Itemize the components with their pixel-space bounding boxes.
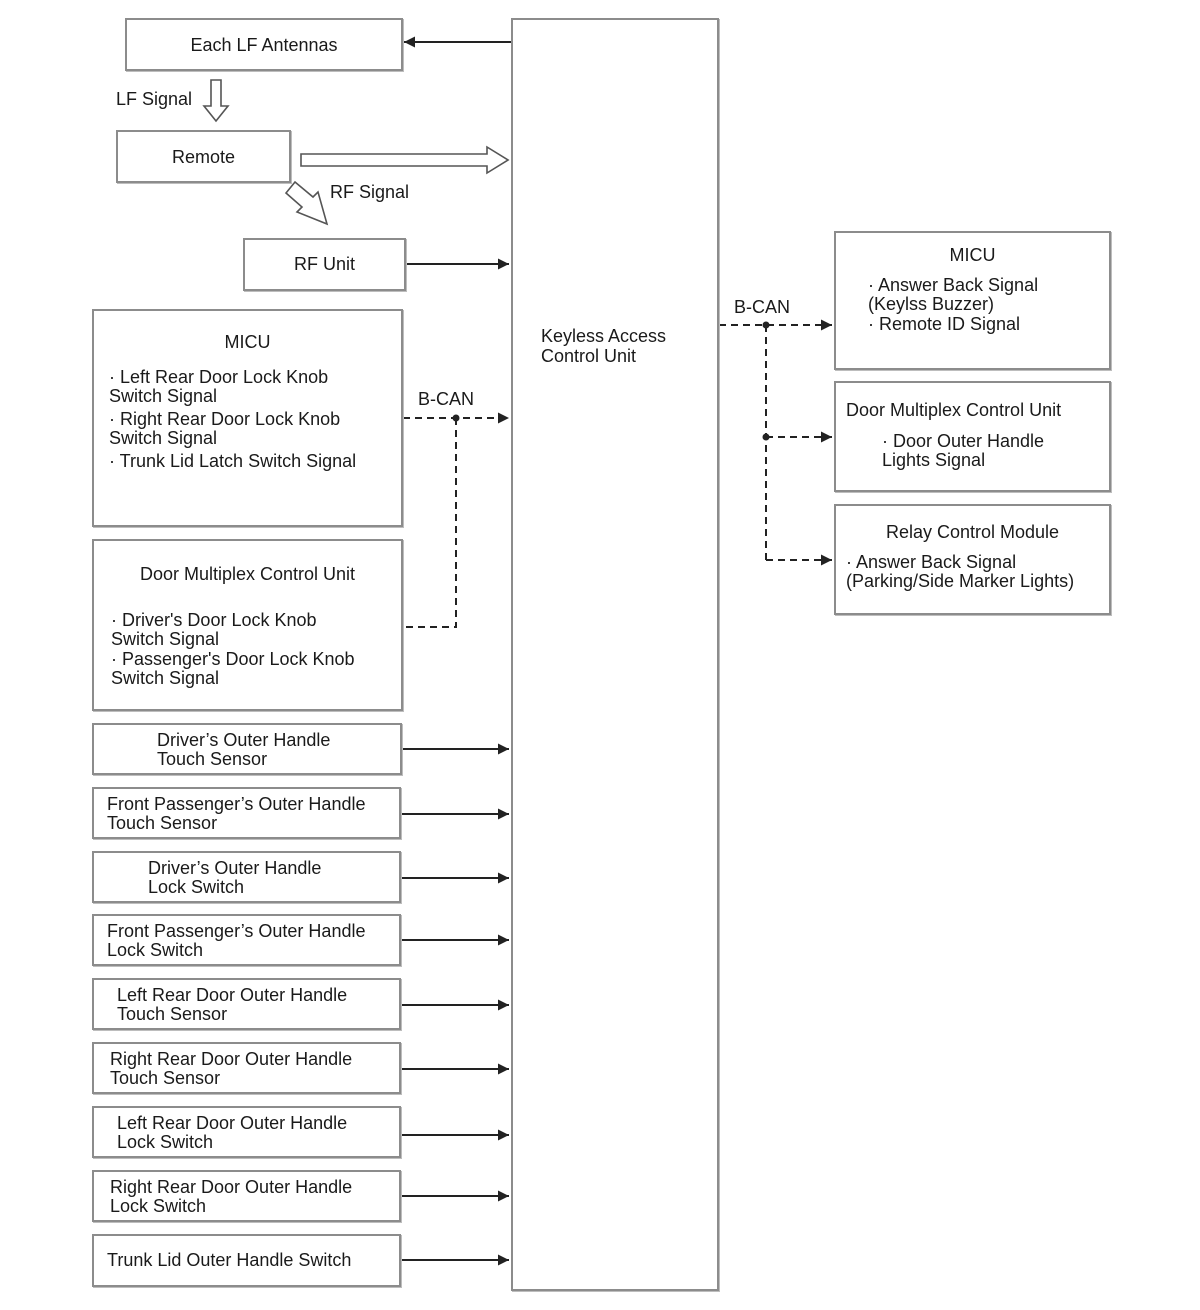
rf-unit-label: RF Unit: [293, 254, 355, 274]
rf-signal-arrow: [284, 180, 329, 226]
sensor-line: Touch Sensor: [107, 813, 218, 833]
sensor-line: Driver’s Outer Handle: [157, 730, 331, 750]
relay-module-title: Relay Control Module: [885, 522, 1060, 542]
sensor-line: Lock Switch: [148, 877, 245, 897]
door-mux-left-line-1: · Driver's Door Lock Knob: [111, 610, 317, 630]
sensor-line: Touch Sensor: [117, 1004, 228, 1024]
sensor-box: Front Passenger’s Outer Handle Touch Sen…: [92, 787, 401, 839]
sensor-box: Left Rear Door Outer Handle Touch Sensor: [92, 978, 401, 1030]
sensor-line: Left Rear Door Outer Handle: [117, 1113, 348, 1133]
door-mux-right-title: Door Multiplex Control Unit: [846, 400, 1062, 420]
sensor-line: Touch Sensor: [157, 749, 268, 769]
door-mux-left-line-2: Switch Signal: [111, 629, 220, 649]
sensor-box: Right Rear Door Outer Handle Lock Switch: [92, 1170, 401, 1222]
bcan-left-branch: [403, 418, 457, 628]
bcan-right-label: B-CAN: [734, 297, 791, 317]
rf-signal-label: RF Signal: [330, 182, 410, 202]
remote-label: Remote: [171, 147, 236, 167]
door-mux-left-line-4: Switch Signal: [111, 668, 220, 688]
lf-signal-label: LF Signal: [116, 89, 193, 109]
sensor-box: Front Passenger’s Outer Handle Lock Swit…: [92, 914, 401, 966]
door-mux-left-title: Door Multiplex Control Unit: [139, 564, 356, 584]
sensor-line: Driver’s Outer Handle: [148, 858, 322, 878]
door-multiplex-left-box: Door Multiplex Control Unit · Driver's D…: [92, 539, 403, 711]
relay-module-line-1: · Answer Back Signal: [846, 552, 1017, 572]
sensor-line: Touch Sensor: [110, 1068, 221, 1088]
keyless-unit-line-1: Keyless Access: [541, 326, 667, 346]
relay-control-module-box: Relay Control Module · Answer Back Signa…: [834, 504, 1111, 615]
sensor-line: Front Passenger’s Outer Handle: [107, 921, 366, 941]
remote-box: Remote: [116, 130, 291, 183]
door-multiplex-right-box: Door Multiplex Control Unit · Door Outer…: [834, 381, 1111, 492]
sensor-line: Trunk Lid Outer Handle Switch: [107, 1250, 352, 1270]
sensor-line: Lock Switch: [107, 940, 204, 960]
micu-right-title: MICU: [949, 245, 996, 265]
sensor-line: Left Rear Door Outer Handle: [117, 985, 348, 1005]
micu-left-title: MICU: [224, 332, 271, 352]
junction-dot: [762, 321, 770, 329]
sensor-line: Right Rear Door Outer Handle: [110, 1049, 353, 1069]
micu-left-line-1: · Left Rear Door Lock Knob: [109, 367, 329, 387]
sensor-box: Driver’s Outer Handle Touch Sensor: [92, 723, 402, 775]
micu-right-line-2: (Keylss Buzzer): [868, 294, 995, 314]
micu-right-line-3: · Remote ID Signal: [868, 314, 1021, 334]
sensor-line: Right Rear Door Outer Handle: [110, 1177, 353, 1197]
sensor-line: Front Passenger’s Outer Handle: [107, 794, 366, 814]
micu-right-box: MICU · Answer Back Signal (Keylss Buzzer…: [834, 231, 1111, 370]
relay-module-line-2: (Parking/Side Marker Lights): [846, 571, 1075, 591]
micu-left-line-2: Switch Signal: [109, 386, 218, 406]
sensor-line: Lock Switch: [110, 1196, 207, 1216]
keyless-access-control-unit: Keyless Access Control Unit: [511, 18, 719, 1291]
door-mux-right-line-1: · Door Outer Handle: [882, 431, 1045, 451]
micu-left-box: MICU · Left Rear Door Lock Knob Switch S…: [92, 309, 403, 527]
sensor-box: Left Rear Door Outer Handle Lock Switch: [92, 1106, 401, 1158]
door-mux-right-line-2: Lights Signal: [882, 450, 986, 470]
sensor-box: Right Rear Door Outer Handle Touch Senso…: [92, 1042, 401, 1094]
remote-to-keyless-arrow: [300, 145, 510, 175]
rf-unit-box: RF Unit: [243, 238, 406, 291]
junction-dot: [452, 414, 460, 422]
lf-antennas-label: Each LF Antennas: [190, 35, 338, 55]
keyless-unit-line-2: Control Unit: [541, 346, 637, 366]
sensor-box: Trunk Lid Outer Handle Switch: [92, 1234, 401, 1287]
sensor-box: Driver’s Outer Handle Lock Switch: [92, 851, 401, 903]
lf-antennas-box: Each LF Antennas: [125, 18, 403, 71]
micu-left-line-3: · Right Rear Door Lock Knob: [109, 409, 341, 429]
micu-left-line-4: Switch Signal: [109, 428, 218, 448]
lf-signal-arrow: [202, 79, 230, 123]
junction-dot: [762, 433, 770, 441]
door-mux-left-line-3: · Passenger's Door Lock Knob: [111, 649, 355, 669]
sensor-line: Lock Switch: [117, 1132, 214, 1152]
micu-right-line-1: · Answer Back Signal: [868, 275, 1039, 295]
micu-left-line-5: · Trunk Lid Latch Switch Signal: [109, 451, 357, 471]
bcan-left-label: B-CAN: [418, 389, 475, 409]
